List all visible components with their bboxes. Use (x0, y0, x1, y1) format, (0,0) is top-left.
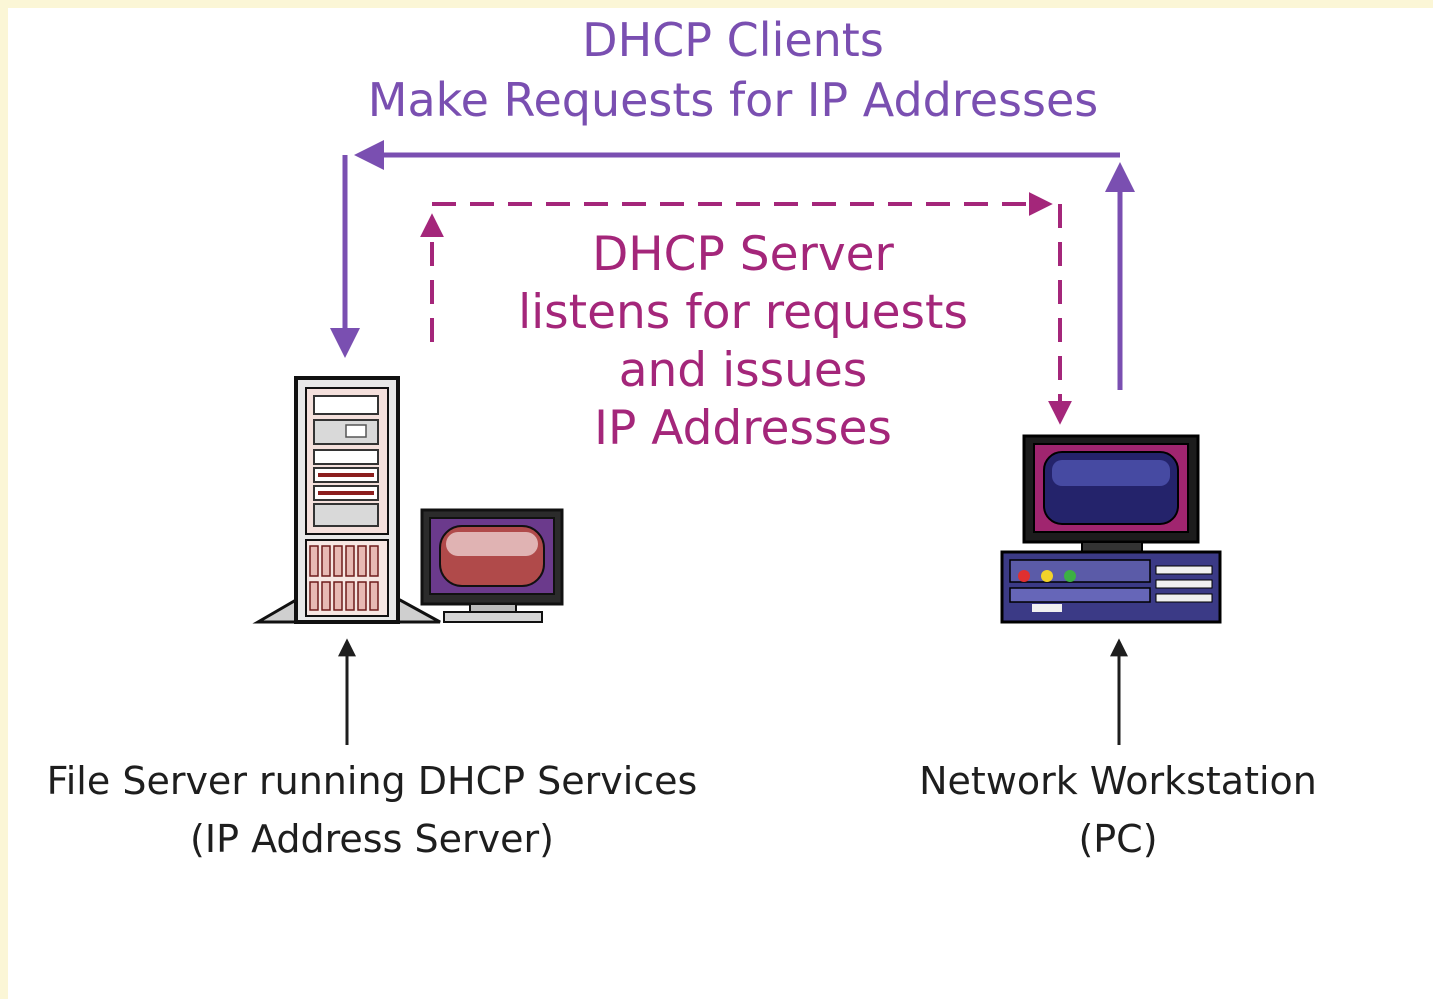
desktop-pc-icon (1000, 434, 1222, 624)
client-request-line1: DHCP Clients (582, 13, 884, 67)
monitor-icon (420, 508, 564, 623)
workstation-caption-line1: Network Workstation (919, 759, 1317, 803)
workstation-caption-line2: (PC) (1078, 817, 1158, 861)
top-border (0, 0, 1433, 8)
server-tower-icon (252, 376, 441, 624)
client-request-line2: Make Requests for IP Addresses (367, 73, 1099, 127)
left-border (0, 0, 8, 999)
server-response-line4: IP Addresses (594, 401, 892, 456)
server-response-arrow (420, 192, 1072, 425)
client-request-title: DHCP Clients Make Requests for IP Addres… (368, 10, 1099, 130)
workstation-caption: Network Workstation (PC) (919, 752, 1317, 868)
server-caption: File Server running DHCP Services (IP Ad… (47, 752, 698, 868)
server-caption-line1: File Server running DHCP Services (46, 759, 698, 803)
server-caption-line2: (IP Address Server) (190, 817, 554, 861)
server-response-line2: listens for requests (518, 285, 968, 340)
server-response-label: DHCP Server listens for requests and iss… (518, 226, 968, 458)
server-response-line1: DHCP Server (592, 227, 894, 282)
client-request-arrow (330, 140, 1135, 390)
server-response-line3: and issues (618, 343, 868, 398)
